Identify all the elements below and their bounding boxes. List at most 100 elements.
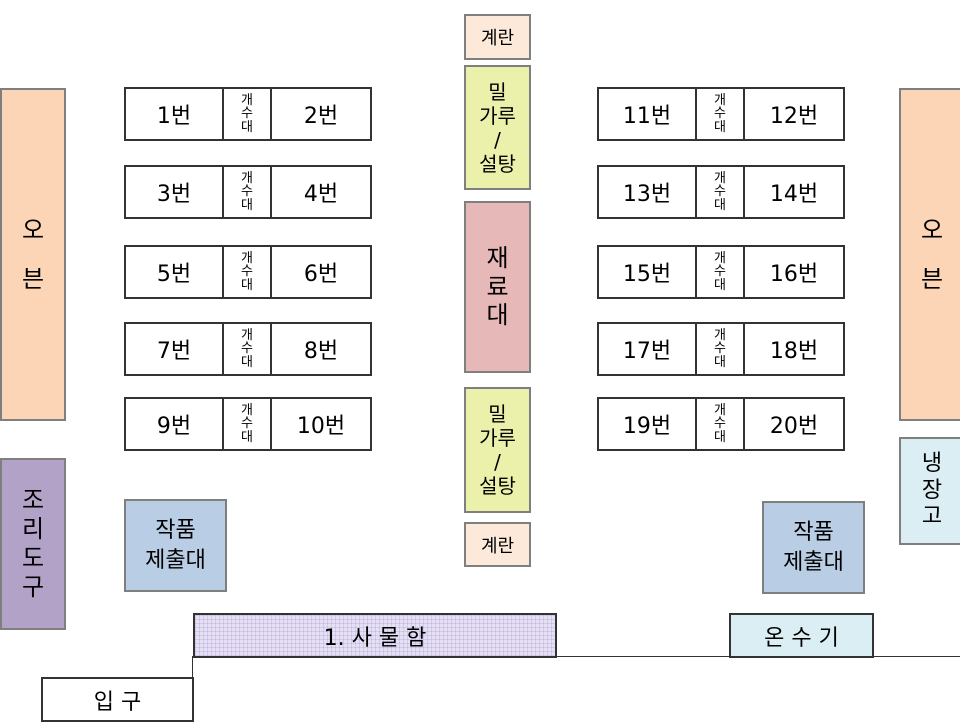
submission-label: 제출대 xyxy=(783,549,844,575)
submission-label: 제출대 xyxy=(145,547,206,573)
egg-station-top: 계란 xyxy=(464,14,531,60)
sink-label-char: 수 xyxy=(714,264,726,280)
locker: 1. 사 물 함 xyxy=(193,613,557,658)
water-heater: 온 수 기 xyxy=(729,613,874,658)
sink-label-char: 대 xyxy=(241,354,253,370)
station-number: 19번 xyxy=(599,399,697,449)
sink-label-char: 수 xyxy=(241,264,253,280)
sink-label-char: 수 xyxy=(241,416,253,432)
submission-label: 작품 xyxy=(793,519,834,545)
sink-label-char: 개 xyxy=(241,402,253,418)
material-label: 재 xyxy=(486,243,509,272)
sink-label-char: 개 xyxy=(714,170,726,186)
station-number: 7번 xyxy=(126,324,224,374)
sink-label-char: 개 xyxy=(714,327,726,343)
flour-label: 밀 xyxy=(488,402,507,426)
station-number: 1번 xyxy=(126,89,224,139)
sink-label-char: 개 xyxy=(241,170,253,186)
flour-label: 밀 xyxy=(488,79,507,104)
cooking-tools: 조 리 도 구 xyxy=(0,458,66,630)
station-number: 12번 xyxy=(769,104,819,129)
sink-label-char: 대 xyxy=(714,119,726,135)
water-heater-label: 온 수 기 xyxy=(764,625,839,651)
station-number: 11번 xyxy=(599,89,697,139)
sink-label-char: 대 xyxy=(714,277,726,293)
material-label: 대 xyxy=(486,301,509,330)
sink-label-char: 개 xyxy=(714,92,726,108)
submission-table-right: 작품 제출대 xyxy=(762,501,865,594)
sink-label-char: 수 xyxy=(714,106,726,122)
station-number: 20번 xyxy=(769,414,819,439)
locker-label: 1. 사 물 함 xyxy=(323,625,427,651)
refrigerator-char: 냉 xyxy=(921,451,943,477)
oven-left-char: 오 xyxy=(21,215,45,244)
sink-label-char: 대 xyxy=(714,197,726,213)
sink-label-char: 대 xyxy=(714,429,726,445)
submission-table-left: 작품 제출대 xyxy=(124,499,227,592)
flour-sugar-top: 밀 가루 / 설탕 xyxy=(464,65,531,190)
station-number: 9번 xyxy=(126,399,224,449)
material-table: 재 료 대 xyxy=(464,201,531,373)
oven-right-char: 오 xyxy=(920,215,944,244)
station-number: 14번 xyxy=(769,182,819,207)
sink-label-char: 수 xyxy=(241,106,253,122)
cooking-tools-char: 조 xyxy=(21,486,45,515)
cooking-tools-char: 리 xyxy=(21,515,45,544)
wall-line xyxy=(193,656,960,657)
station-number: 18번 xyxy=(769,339,819,364)
flour-label: 설탕 xyxy=(479,474,516,498)
flour-sugar-bottom: 밀 가루 / 설탕 xyxy=(464,387,531,513)
sink-label-char: 수 xyxy=(714,341,726,357)
sink-label-char: 대 xyxy=(241,119,253,135)
oven-left: 오 븐 xyxy=(0,88,66,421)
submission-label: 작품 xyxy=(155,517,196,543)
sink-label-char: 수 xyxy=(241,184,253,200)
cooking-tools-char: 구 xyxy=(21,572,45,601)
station-number: 10번 xyxy=(296,414,346,439)
sink-label-char: 개 xyxy=(714,250,726,266)
material-label: 료 xyxy=(486,272,509,301)
station-number: 16번 xyxy=(769,262,819,287)
egg-station-bottom: 계란 xyxy=(464,522,531,567)
egg-label: 계란 xyxy=(480,28,515,49)
entrance-label: 입 구 xyxy=(93,689,142,715)
flour-label: / xyxy=(494,450,501,474)
cooking-tools-char: 도 xyxy=(21,544,45,572)
station-number: 17번 xyxy=(599,324,697,374)
station-number: 8번 xyxy=(303,339,339,364)
station-number: 6번 xyxy=(303,262,339,287)
flour-label: 가루 xyxy=(479,103,516,128)
refrigerator-char: 장 xyxy=(921,477,943,503)
sink-label-char: 대 xyxy=(714,354,726,370)
oven-right-char: 븐 xyxy=(920,264,944,293)
sink-label-char: 수 xyxy=(241,341,253,357)
flour-label: 설탕 xyxy=(479,151,516,176)
sink-label-char: 개 xyxy=(714,402,726,418)
station-number: 13번 xyxy=(599,167,697,217)
station-number: 5번 xyxy=(126,247,224,297)
station-number: 15번 xyxy=(599,247,697,297)
flour-label: 가루 xyxy=(479,426,516,450)
egg-label: 계란 xyxy=(480,535,515,557)
sink-label-char: 대 xyxy=(241,277,253,293)
sink-label-char: 개 xyxy=(241,250,253,266)
oven-right: 오 븐 xyxy=(899,88,960,421)
sink-label-char: 수 xyxy=(714,416,726,432)
